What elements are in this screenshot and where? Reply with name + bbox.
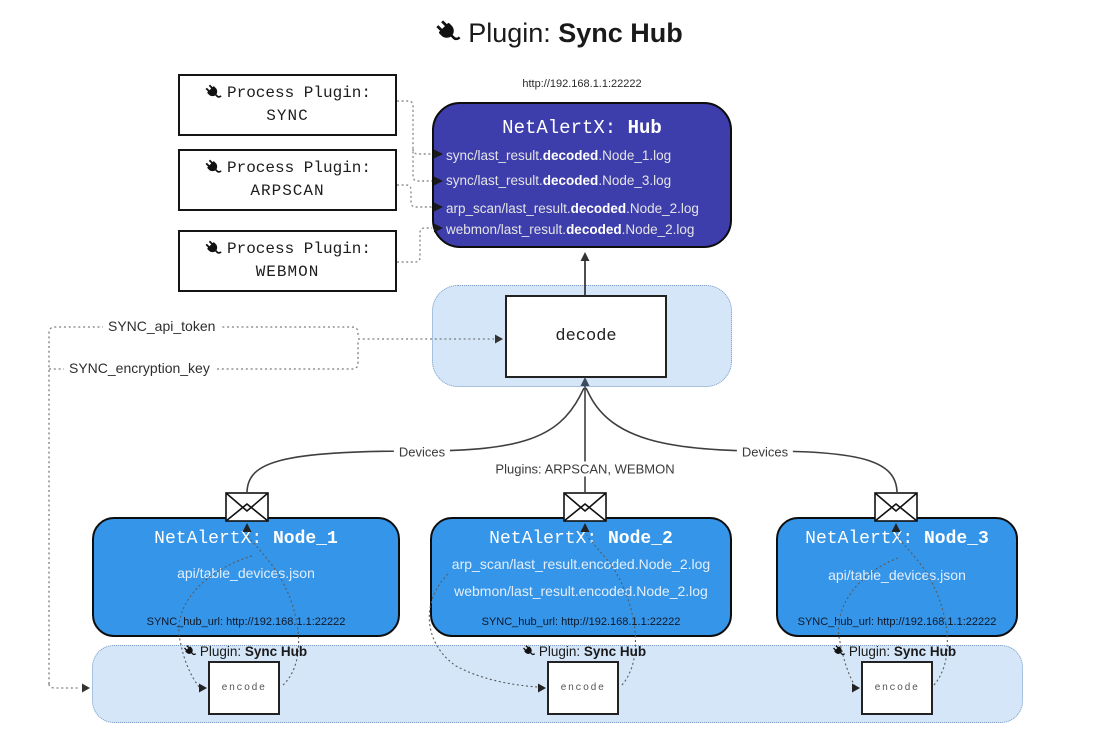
- hub-log-line: sync/last_result.decoded.Node_3.log: [446, 173, 726, 188]
- log-bold: decoded: [570, 201, 627, 216]
- log-pre: sync/last_result.: [446, 173, 543, 188]
- node-file: arp_scan/last_result.encoded.Node_2.log: [451, 556, 711, 572]
- band-label-prefix: Plugin:: [848, 644, 894, 659]
- log-bold: decoded: [542, 148, 599, 163]
- node-title-name: Node_2: [608, 529, 673, 549]
- title-prefix: Plugin:: [468, 18, 559, 48]
- node-title-prefix: NetAlertX:: [489, 529, 608, 549]
- node-title: NetAlertX: Node_3: [778, 529, 1016, 549]
- hub-title-name: Hub: [627, 117, 662, 139]
- log-pre: sync/last_result.: [446, 148, 543, 163]
- band-plugin-label: Plugin: Sync Hub: [183, 644, 307, 659]
- hub-title: NetAlertX: Hub: [434, 117, 730, 139]
- plug-icon: [205, 240, 222, 254]
- encode-box-node3: encode: [861, 661, 933, 715]
- node-title: NetAlertX: Node_1: [94, 529, 398, 549]
- page-title: Plugin: Sync Hub: [0, 18, 1117, 49]
- node-title: NetAlertX: Node_2: [432, 529, 730, 549]
- process-plugin-name: SYNC: [266, 107, 309, 125]
- encode-box-node1: encode: [208, 661, 280, 715]
- plug-icon: [184, 645, 197, 656]
- hub-box: NetAlertX: Hub sync/last_result.decoded.…: [432, 102, 732, 248]
- node-file: api/table_devices.json: [828, 567, 966, 583]
- encode-box-node2: encode: [547, 661, 619, 715]
- band-label-prefix: Plugin:: [538, 644, 584, 659]
- process-plugin-box-sync: Process Plugin: SYNC: [178, 74, 397, 136]
- log-post: .Node_1.log: [598, 148, 672, 163]
- band-plugin-label: Plugin: Sync Hub: [832, 644, 956, 659]
- node-title-prefix: NetAlertX:: [805, 529, 924, 549]
- log-post: .Node_2.log: [621, 222, 695, 237]
- node-title-prefix: NetAlertX:: [154, 529, 273, 549]
- process-plugin-name: WEBMON: [255, 263, 320, 281]
- log-post: .Node_2.log: [626, 201, 699, 216]
- process-plugin-label: Process Plugin:: [226, 159, 372, 177]
- plug-icon: [833, 645, 846, 656]
- node-hub-url: SYNC_hub_url: http://192.168.1.1:22222: [481, 616, 681, 628]
- log-pre: arp_scan/last_result.: [446, 201, 571, 216]
- band-label-name: Sync Hub: [893, 644, 957, 659]
- process-plugin-connectors: [397, 100, 432, 263]
- hub-url-label: http://192.168.1.1:22222: [522, 78, 642, 90]
- log-bold: decoded: [566, 222, 622, 237]
- node-hub-url: SYNC_hub_url: http://192.168.1.1:22222: [797, 616, 997, 628]
- plug-icon: [523, 645, 536, 656]
- node-hub-url: SYNC_hub_url: http://192.168.1.1:22222: [146, 616, 346, 628]
- hub-log-line: webmon/last_result.decoded.Node_2.log: [446, 222, 726, 237]
- hub-log-line: sync/last_result.decoded.Node_1.log: [446, 148, 726, 163]
- decode-box: decode: [505, 295, 667, 378]
- hub-log-line: arp_scan/last_result.decoded.Node_2.log: [446, 201, 726, 216]
- edge-label-devices-right: Devices: [736, 444, 794, 460]
- band-plugin-label: Plugin: Sync Hub: [522, 644, 646, 659]
- log-bold: decoded: [542, 173, 599, 188]
- node-file: webmon/last_result.encoded.Node_2.log: [454, 583, 708, 599]
- band-label-name: Sync Hub: [244, 644, 308, 659]
- plug-icon: [205, 159, 222, 173]
- process-plugin-box-arpscan: Process Plugin: ARPSCAN: [178, 149, 397, 211]
- hub-title-prefix: NetAlertX:: [502, 117, 628, 139]
- plug-icon: [205, 84, 222, 98]
- settings-arrowheads: [82, 334, 503, 693]
- sync-api-token-label: SYNC_api_token: [103, 318, 221, 334]
- node-file: api/table_devices.json: [177, 565, 315, 581]
- process-plugin-label: Process Plugin:: [226, 84, 372, 102]
- edge-label-devices-left: Devices: [393, 444, 451, 460]
- plug-icon: [436, 20, 461, 41]
- log-pre: webmon/last_result.: [446, 222, 567, 237]
- node-box-node3: NetAlertX: Node_3 api/table_devices.json…: [776, 517, 1018, 637]
- node-box-node2: NetAlertX: Node_2 arp_scan/last_result.e…: [430, 517, 732, 637]
- title-name: Sync Hub: [558, 18, 683, 48]
- process-plugin-box-webmon: Process Plugin: WEBMON: [178, 230, 397, 292]
- node-title-name: Node_1: [273, 529, 338, 549]
- edge-label-plugins: Plugins: ARPSCAN, WEBMON: [490, 461, 680, 477]
- node-title-name: Node_3: [924, 529, 989, 549]
- sync-encryption-key-label: SYNC_encryption_key: [64, 360, 215, 376]
- process-plugin-name: ARPSCAN: [250, 182, 325, 200]
- band-label-prefix: Plugin:: [199, 644, 245, 659]
- node-box-node1: NetAlertX: Node_1 api/table_devices.json…: [92, 517, 400, 637]
- band-label-name: Sync Hub: [583, 644, 647, 659]
- process-plugin-label: Process Plugin:: [226, 240, 372, 258]
- log-post: .Node_3.log: [598, 173, 672, 188]
